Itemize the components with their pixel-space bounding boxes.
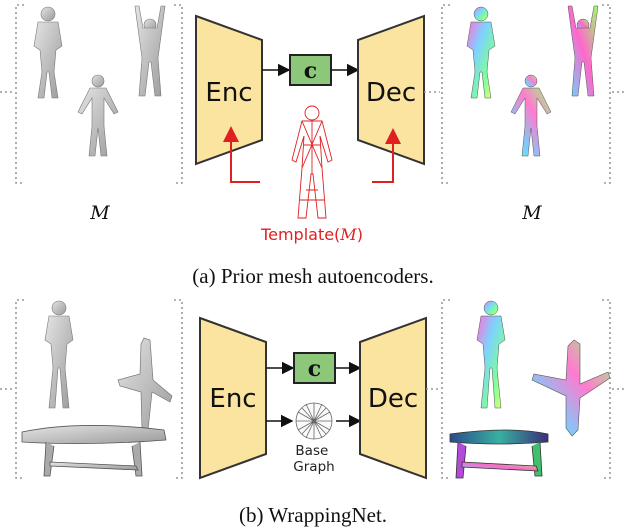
template-arrow-to-encoder — [223, 126, 260, 183]
template-mesh-human — [291, 105, 333, 219]
base-graph-label: Base Graph — [293, 443, 334, 475]
caption-panel-a: (a) Prior mesh autoencoders. — [192, 264, 434, 288]
input-mesh-table — [21, 425, 167, 477]
output-mesh-human-b — [476, 300, 506, 409]
output-mesh-table — [449, 429, 549, 479]
input-mesh-human-2 — [77, 74, 119, 157]
output-mesh-human-1 — [466, 6, 496, 99]
encoder-label-b: Enc — [209, 384, 256, 414]
template-arrow-to-decoder — [372, 128, 401, 183]
input-set-bracket-b — [0, 299, 183, 479]
code-label-a: c — [304, 58, 317, 84]
input-mesh-human-1 — [33, 6, 63, 99]
output-mesh-human-3 — [567, 5, 599, 97]
output-mesh-human-2 — [510, 74, 552, 157]
input-mesh-human-b — [44, 300, 74, 409]
caption-panel-b: (b) WrappingNet. — [238, 503, 388, 527]
template-label: Template(M) — [260, 225, 363, 244]
code-box-b — [293, 352, 336, 384]
base-graph-sphere — [295, 402, 333, 440]
decoder-block-a — [357, 14, 425, 166]
output-set-bracket-a — [424, 4, 626, 184]
encoder-block-b — [199, 316, 267, 480]
input-mesh-human-3 — [134, 5, 166, 97]
decoder-label-b: Dec — [368, 384, 418, 414]
output-set-label-a: M — [521, 202, 542, 224]
encoder-label-a: Enc — [205, 78, 252, 108]
decoder-label-a: Dec — [366, 78, 416, 108]
encoder-block-a — [195, 14, 263, 166]
output-mesh-airplane — [531, 339, 611, 437]
decoder-block-b — [359, 316, 427, 480]
input-set-bracket-a — [0, 4, 183, 184]
output-set-bracket-b — [426, 299, 626, 479]
code-box-a — [289, 54, 332, 86]
input-mesh-airplane — [117, 337, 173, 437]
code-label-b: c — [308, 356, 321, 382]
input-set-label-a: M — [89, 202, 110, 224]
